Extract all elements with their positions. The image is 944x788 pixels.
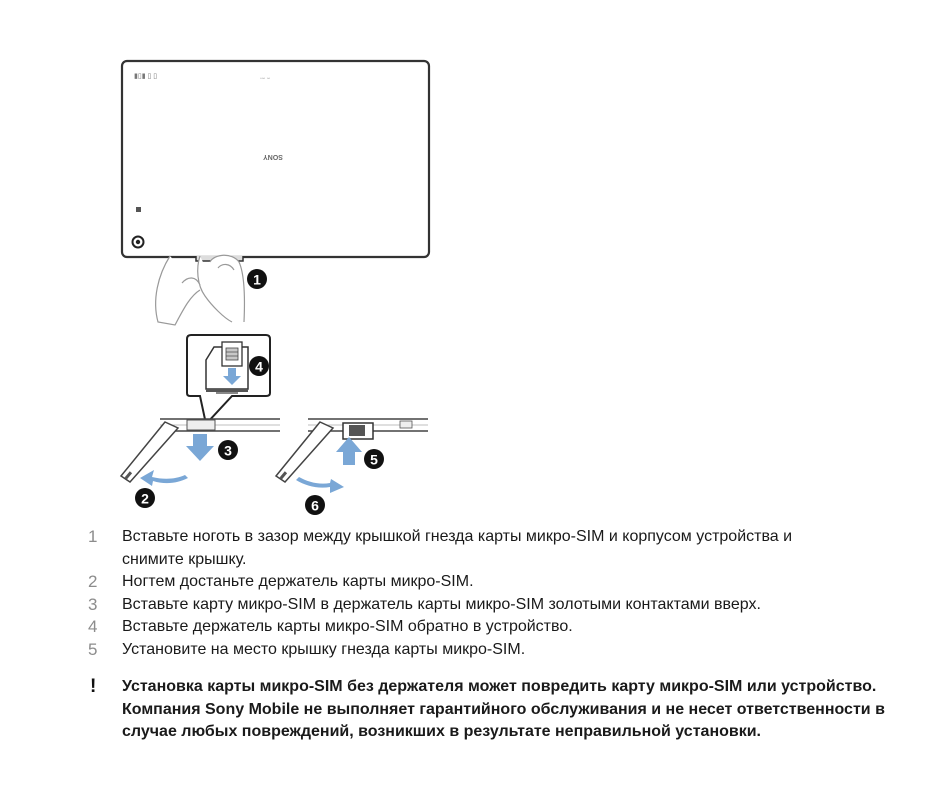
step-text: Вставьте карту микро-SIM в держатель кар… [122, 595, 761, 613]
svg-text:5: 5 [370, 452, 378, 468]
svg-text:1: 1 [253, 272, 261, 288]
device-label-top: ▫▫▫ ▫▫ [260, 76, 270, 82]
step-item: 4 Вставьте держатель карты микро-SIM обр… [86, 616, 846, 639]
step-item: 1 Вставьте ноготь в зазор между крышкой … [86, 526, 846, 571]
step-number: 2 [88, 572, 98, 591]
exclamation-icon: ! [90, 676, 97, 697]
device-edge-left [119, 418, 280, 486]
arrow-left-curved-icon [140, 470, 188, 486]
step-item: 5 Установите на место крышку гнезда карт… [86, 639, 846, 662]
step-number: 1 [88, 527, 98, 546]
device-nfc-mark [136, 207, 141, 212]
callout-6: 6 [305, 495, 325, 515]
device-logo: SONY [263, 153, 283, 160]
device-edge-right [274, 418, 428, 493]
warning-note: ! Установка карты микро-SIM без держател… [86, 676, 886, 744]
arrow-up-icon [336, 437, 362, 465]
svg-text:4: 4 [255, 359, 263, 375]
step-text: Установите на место крышку гнезда карты … [122, 640, 526, 658]
warning-text: Установка карты микро-SIM без держателя … [122, 678, 885, 740]
svg-text:6: 6 [311, 498, 319, 514]
svg-text:2: 2 [141, 491, 149, 507]
hand-illustration [155, 254, 246, 326]
step-text: Ногтем достаньте держатель карты микро-S… [122, 573, 474, 590]
device-label-top-left: ▮▯▮ ▯ ▯ [134, 73, 157, 80]
callout-5: 5 [364, 449, 384, 469]
step-item: 2 Ногтем достаньте держатель карты микро… [86, 571, 846, 594]
sim-zoom-bubble [186, 334, 271, 427]
step-number: 3 [88, 594, 98, 614]
callout-3: 3 [218, 440, 238, 460]
svg-text:3: 3 [224, 443, 232, 459]
callout-1: 1 [247, 269, 267, 289]
step-number: 4 [88, 617, 98, 636]
step-number: 5 [88, 639, 98, 659]
instruction-steps: 1 Вставьте ноготь в зазор между крышкой … [86, 526, 846, 661]
callout-4: 4 [249, 356, 269, 376]
step-text: Вставьте ноготь в зазор между крышкой гн… [122, 528, 793, 568]
sim-insertion-illustration: ▮▯▮ ▯ ▯ ▫▫▫ ▫▫ SONY 1 4 [119, 59, 431, 515]
step-item: 3 Вставьте карту микро-SIM в держатель к… [86, 594, 846, 617]
arrow-down-icon [186, 434, 214, 461]
callout-2: 2 [135, 488, 155, 508]
arrow-right-curved-icon [296, 477, 344, 493]
arrow-down-icon [223, 368, 241, 385]
tablet-device: ▮▯▮ ▯ ▯ ▫▫▫ ▫▫ SONY [120, 59, 431, 262]
step-text: Вставьте держатель карты микро-SIM обрат… [122, 618, 573, 635]
